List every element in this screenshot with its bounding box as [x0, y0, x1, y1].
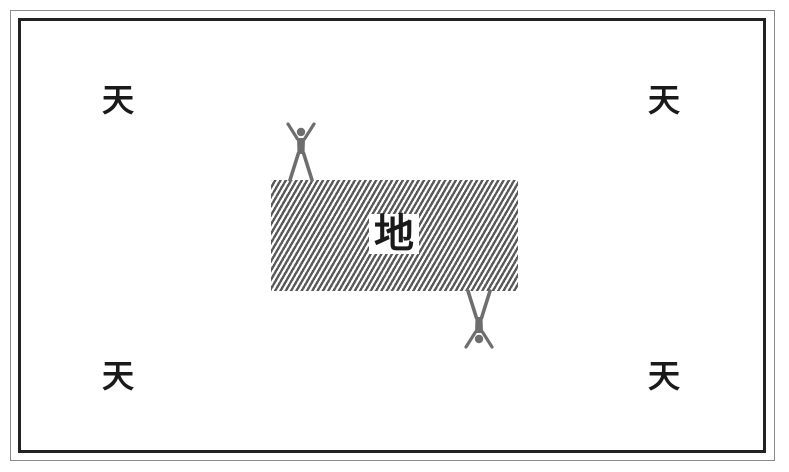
sky-label-bottom-right: 天	[647, 357, 680, 395]
ground-label: 地	[369, 214, 419, 254]
sky-label-bottom-left: 天	[101, 357, 134, 395]
sky-label-top-right: 天	[647, 81, 680, 119]
person-arms-raised-icon	[286, 122, 316, 182]
sky-label-top-left: 天	[101, 81, 134, 119]
inner-border	[18, 18, 766, 453]
person-upside-down-icon	[464, 289, 494, 349]
outer-border	[10, 10, 775, 461]
